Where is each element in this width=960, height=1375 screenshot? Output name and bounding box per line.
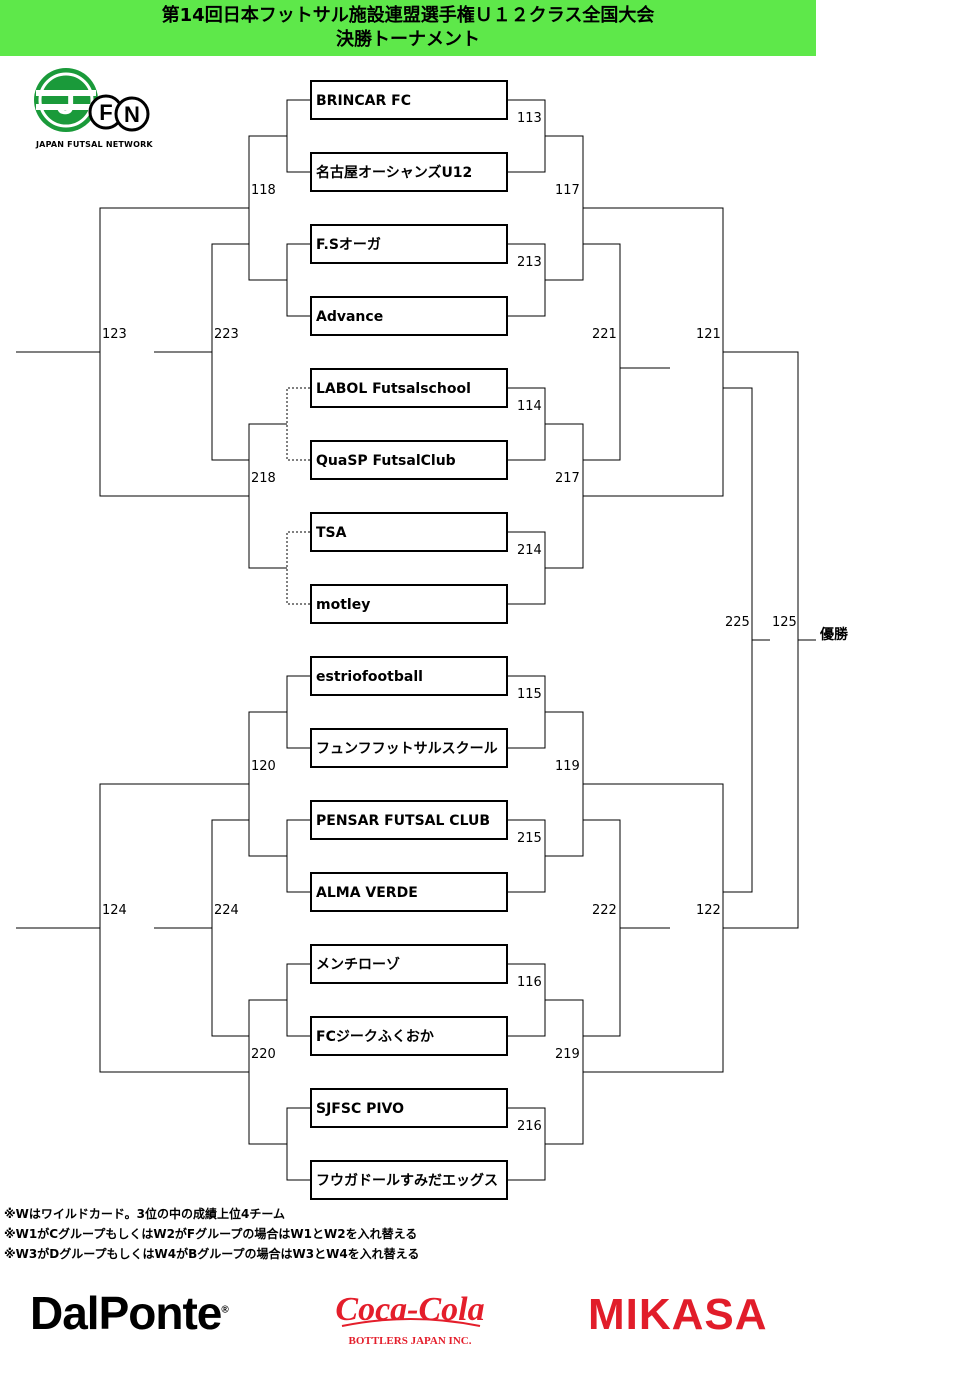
match-number-214: 214 <box>517 543 542 558</box>
team-slot-1: BRINCAR FC <box>310 80 508 120</box>
match-number-218: 218 <box>251 471 276 486</box>
team-slot-4: Advance <box>310 296 508 336</box>
sponsor-dalponte-logo: DalPonte® <box>30 1287 229 1339</box>
team-slot-7: TSA <box>310 512 508 552</box>
note-2: ※W1がCグループもしくはW2がFグループの場合はW1とW2を入れ替える <box>4 1227 418 1241</box>
match-number-120: 120 <box>251 759 276 774</box>
team-slot-14: FCジークふくおか <box>310 1016 508 1056</box>
match-number-113: 113 <box>517 111 542 126</box>
team-slot-10: フュンフフットサルスクール <box>310 728 508 768</box>
match-number-220: 220 <box>251 1047 276 1062</box>
match-number-121: 121 <box>696 327 721 342</box>
match-number-123: 123 <box>102 327 127 342</box>
match-number-215: 215 <box>517 831 542 846</box>
team-slot-16: フウガドールすみだエッグス <box>310 1160 508 1200</box>
team-slot-6: QuaSP FutsalClub <box>310 440 508 480</box>
match-number-216: 216 <box>517 1119 542 1134</box>
team-slot-13: メンチローゾ <box>310 944 508 984</box>
match-number-116: 116 <box>517 975 542 990</box>
notes: ※Wはワイルドカード。3位の中の成績上位4チーム ※W1がCグループもしくはW2… <box>4 1204 419 1264</box>
match-number-217: 217 <box>555 471 580 486</box>
team-slot-12: ALMA VERDE <box>310 872 508 912</box>
team-slot-15: SJFSC PIVO <box>310 1088 508 1128</box>
note-3: ※W3がDグループもしくはW4がBグループの場合はW3とW4を入れ替える <box>4 1247 420 1261</box>
match-number-118: 118 <box>251 183 276 198</box>
svg-text:J: J <box>57 84 76 122</box>
match-number-225: 225 <box>725 615 750 630</box>
match-number-219: 219 <box>555 1047 580 1062</box>
match-number-114: 114 <box>517 399 542 414</box>
match-number-124: 124 <box>102 903 127 918</box>
sponsor-coca-cola-logo: Coca-Cola BOTTLERS JAPAN INC. <box>335 1291 484 1347</box>
match-number-117: 117 <box>555 183 580 198</box>
team-slot-2: 名古屋オーシャンズU12 <box>310 152 508 192</box>
svg-text:BOTTLERS JAPAN INC.: BOTTLERS JAPAN INC. <box>349 1335 472 1347</box>
team-slot-9: estriofootball <box>310 656 508 696</box>
team-slot-3: F.Sオーガ <box>310 224 508 264</box>
match-number-213: 213 <box>517 255 542 270</box>
champion-label: 優勝 <box>820 627 848 643</box>
match-number-122: 122 <box>696 903 721 918</box>
match-number-222: 222 <box>592 903 617 918</box>
match-number-119: 119 <box>555 759 580 774</box>
note-1: ※Wはワイルドカード。3位の中の成績上位4チーム <box>4 1207 286 1221</box>
tournament-subtitle: 決勝トーナメント <box>336 29 480 50</box>
sponsor-mikasa-logo: MIKASA <box>588 1290 768 1339</box>
team-slot-5: LABOL Futsalschool <box>310 368 508 408</box>
team-slot-8: motley <box>310 584 508 624</box>
jfn-logo: J F N <box>34 68 150 132</box>
match-number-223: 223 <box>214 327 239 342</box>
team-slot-11: PENSAR FUTSAL CLUB <box>310 800 508 840</box>
match-number-224: 224 <box>214 903 239 918</box>
svg-text:F: F <box>99 100 112 125</box>
match-number-221: 221 <box>592 327 617 342</box>
match-number-115: 115 <box>517 687 542 702</box>
tournament-title: 第14回日本フットサル施設連盟選手権Ｕ１２クラス全国大会 <box>161 5 655 26</box>
logo-caption: JAPAN FUTSAL NETWORK <box>36 140 153 149</box>
title-banner: 第14回日本フットサル施設連盟選手権Ｕ１２クラス全国大会 決勝トーナメント <box>0 0 816 56</box>
svg-text:N: N <box>124 102 140 127</box>
match-number-125: 125 <box>772 615 797 630</box>
